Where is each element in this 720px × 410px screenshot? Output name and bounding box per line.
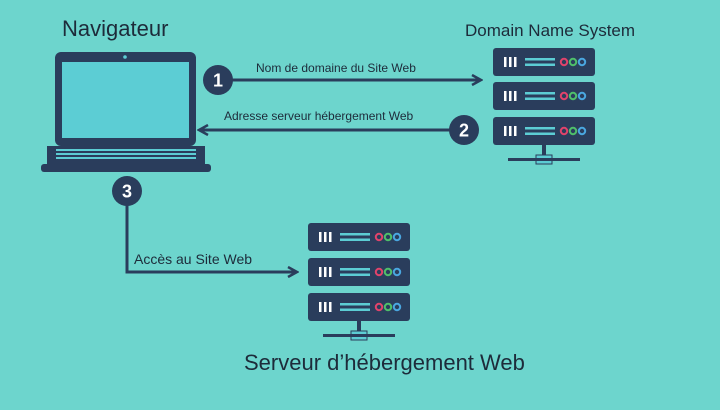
hosting-server-title: Serveur d’hébergement Web (244, 350, 525, 375)
step-number-1: 1 (213, 71, 223, 91)
dns-title: Domain Name System (465, 21, 636, 40)
step-1-label: Nom de domaine du Site Web (256, 61, 416, 75)
step-2-label: Adresse serveur hébergement Web (224, 109, 414, 123)
arrow-step-3 (125, 193, 296, 272)
step-badge-1: 1 (203, 65, 233, 95)
step-number-2: 2 (459, 121, 469, 141)
step-badge-3: 3 (112, 176, 142, 206)
step-number-3: 3 (122, 182, 132, 202)
hosting-server-icon (307, 222, 411, 341)
laptop-icon (41, 52, 211, 172)
dns-server-icon (492, 47, 596, 165)
step-badge-2: 2 (449, 115, 479, 145)
browser-title: Navigateur (62, 16, 169, 41)
step-3-label: Accès au Site Web (134, 251, 253, 267)
